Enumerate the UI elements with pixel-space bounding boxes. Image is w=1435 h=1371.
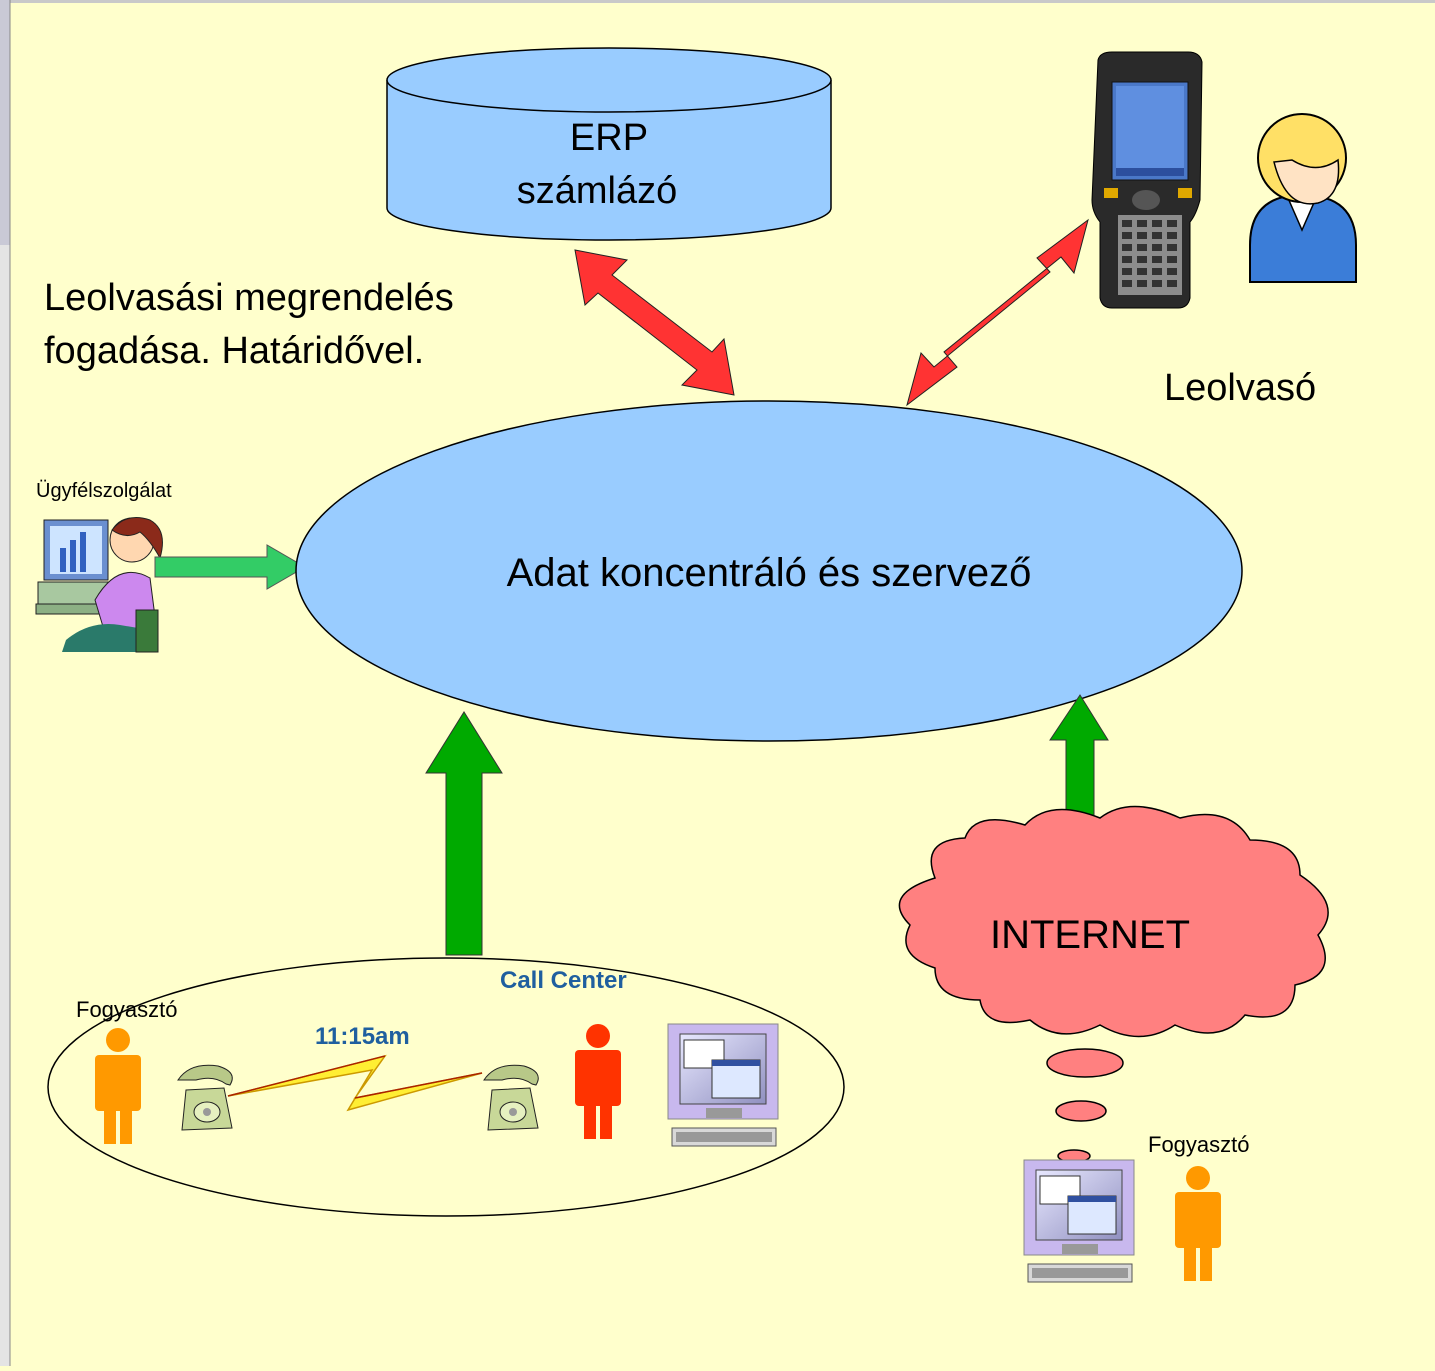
service-to-center-arrow [154, 544, 306, 590]
callcenter-to-center-arrow [425, 711, 503, 956]
consumer-left-label: Fogyasztó [76, 997, 178, 1022]
call-center-ellipse [47, 957, 845, 1217]
call-center-computer-icon [667, 1023, 779, 1147]
erp-center-double-arrow [574, 249, 735, 396]
consumer-left-person-icon [95, 1028, 141, 1144]
left-frame-lower [0, 245, 10, 1366]
customer-service-label: Ügyfélszolgálat [36, 480, 172, 502]
top-frame-line [0, 0, 1435, 3]
erp-title: ERP [570, 117, 648, 159]
internet-cloud: INTERNET [898, 805, 1329, 1038]
call-center-label: Call Center [500, 967, 627, 994]
consumer-right-label: Fogyasztó [1148, 1132, 1250, 1157]
customer-service-agent-icon [35, 517, 163, 653]
handheld-reader-icon [1091, 51, 1203, 309]
center-label: Adat koncentráló és szervező [507, 551, 1032, 595]
order-note-line1: Leolvasási megrendelés [44, 277, 454, 319]
reader-label: Leolvasó [1164, 367, 1316, 409]
user-avatar-icon [1249, 113, 1357, 283]
erp-subtitle: számlázó [517, 170, 678, 212]
data-concentrator-ellipse [295, 400, 1243, 742]
thought-bubble-medium [1055, 1100, 1107, 1122]
erp-database-cylinder: ERP számlázó [386, 47, 832, 241]
consumer-right-person-icon [1175, 1166, 1221, 1281]
call-center-agent-person-icon [575, 1024, 621, 1139]
time-label: 11:15am [315, 1023, 410, 1050]
consumer-computer-icon [1023, 1159, 1135, 1283]
reader-center-double-arrow [906, 218, 1089, 407]
phone-left-icon [177, 1064, 233, 1131]
phone-right-icon [483, 1064, 539, 1131]
thought-bubble-large [1046, 1048, 1124, 1078]
internet-to-center-arrow [1049, 694, 1109, 851]
internet-label: INTERNET [990, 913, 1190, 957]
order-note-line2: fogadása. Határidővel. [44, 330, 424, 372]
left-frame-upper [0, 0, 10, 245]
